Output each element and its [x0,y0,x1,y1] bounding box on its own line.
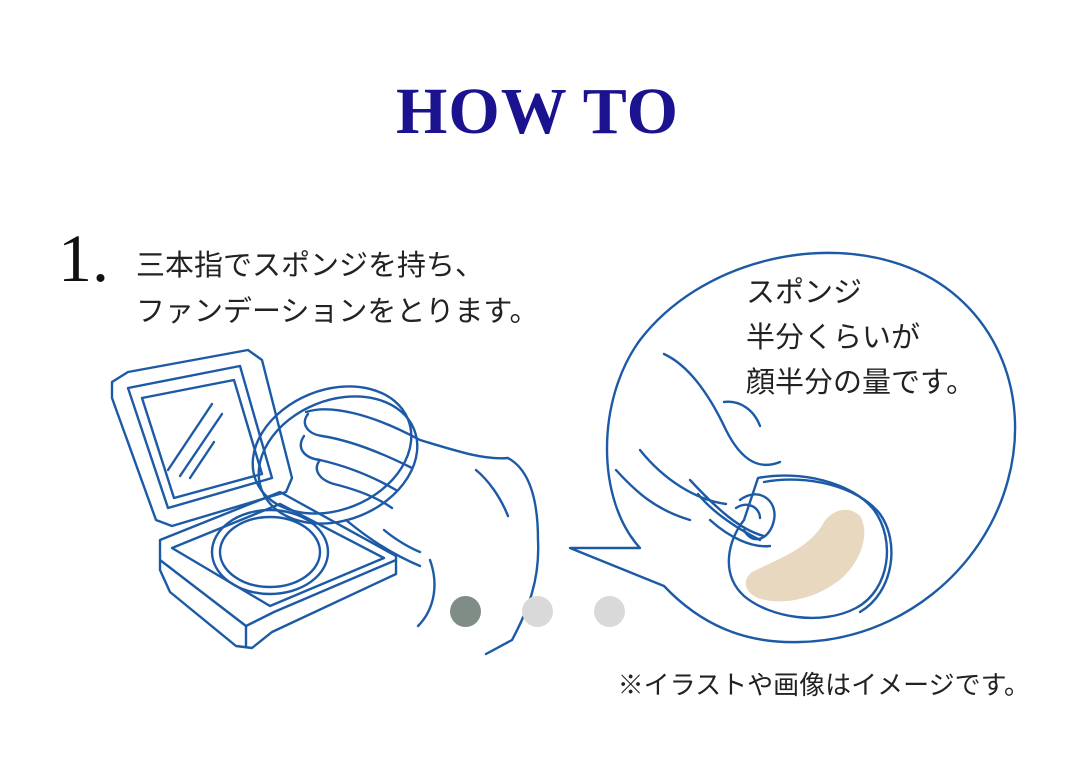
carousel-dot-2[interactable] [522,596,553,627]
bubble-text: スポンジ 半分くらいが 顔半分の量です。 [746,270,996,405]
foundation-swatch [745,509,865,602]
bubble-text-line-1: スポンジ [746,275,863,309]
bubble-text-line-3: 顔半分の量です。 [746,365,976,399]
step-number: 1. [58,220,109,296]
carousel-dots [450,596,630,628]
hand-left [299,408,540,656]
sponge-left [251,385,419,525]
hand-in-bubble [614,352,782,548]
carousel-dot-1[interactable] [450,596,481,627]
compact-lid [110,348,294,528]
step-instruction-line-2: ファンデーションをとります。 [136,294,539,328]
sponge-bubble [727,474,893,620]
carousel-dot-3[interactable] [594,596,625,627]
compact-base [158,490,398,650]
bubble-text-line-2: 半分くらいが [746,320,921,354]
disclaimer-note: ※イラストや画像はイメージです。 [617,671,1030,701]
speech-bubble [568,251,1017,644]
step-instruction-line-1: 三本指でスポンジを持ち、 [136,248,485,282]
page-title: HOW TO [396,75,679,148]
step-instruction: 三本指でスポンジを持ち、 ファンデーションをとります。 [136,242,606,334]
